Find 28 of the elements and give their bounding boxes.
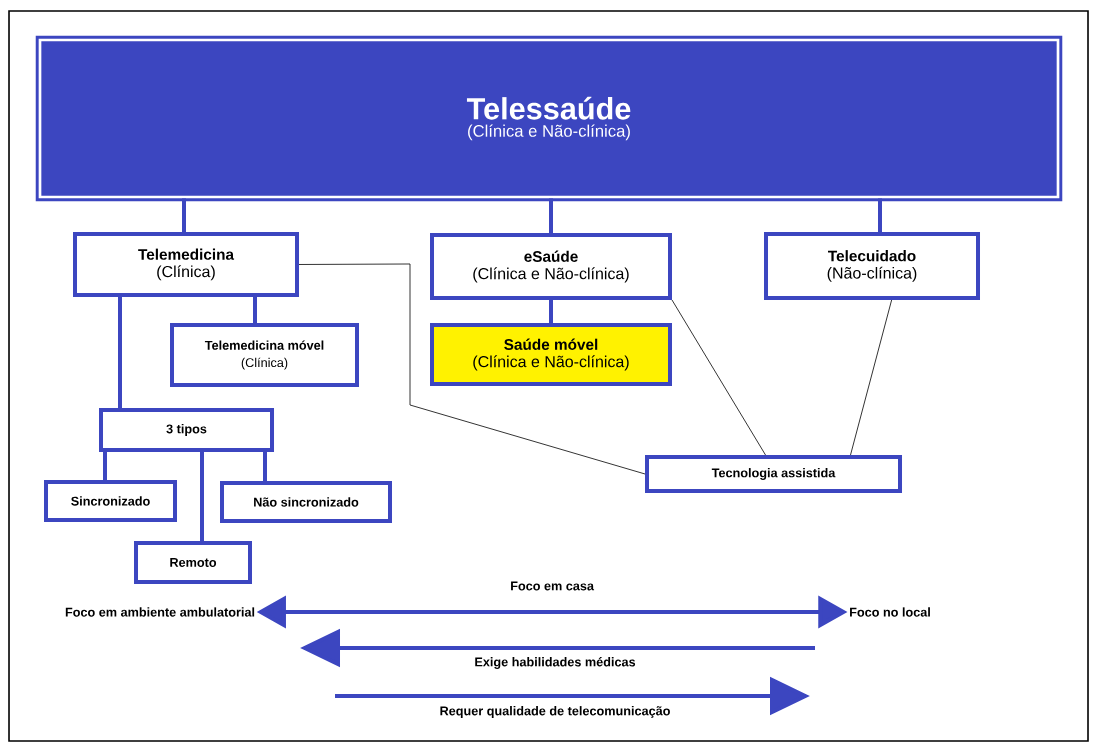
category-box: Telemedicina móvel (Clínica) [170, 323, 359, 387]
category-box: Telemedicina (Clínica) [73, 232, 299, 297]
category-box: Telecuidado (Não-clínica) [764, 232, 980, 300]
arrow-label: Exige habilidades médicas [475, 657, 636, 669]
connector [298, 263, 646, 475]
connector [549, 300, 553, 323]
type-box: Remoto [134, 541, 252, 584]
connector [253, 297, 257, 323]
type-box: 3 tipos [99, 408, 274, 452]
type-box: Não sincronizado [220, 481, 392, 523]
end-label: Foco em ambiente ambulatorial [65, 607, 255, 617]
connector [182, 198, 186, 232]
connector [878, 198, 882, 232]
edge-label: Foco em casa [511, 581, 595, 591]
end-label: Foco no local [850, 607, 930, 617]
connector [549, 198, 553, 233]
connector [671, 299, 766, 456]
type-box: Sincronizado [44, 480, 177, 522]
category-box: eSaúde (Clínica e Não-clínica) [430, 233, 672, 300]
connector [200, 452, 204, 541]
highlighted-box: Saúde móvel (Clínica e Não-clínica) [430, 323, 672, 386]
connector [263, 452, 267, 481]
connector [103, 452, 107, 480]
connector [118, 297, 122, 408]
arrow-label: Requer qualidade de telecomunicação [440, 706, 670, 718]
connector [850, 299, 893, 456]
type-box: Tecnologia assistida [645, 455, 902, 493]
title-banner: Telessaúde (Clínica e Não-clínica) [35, 35, 1063, 202]
